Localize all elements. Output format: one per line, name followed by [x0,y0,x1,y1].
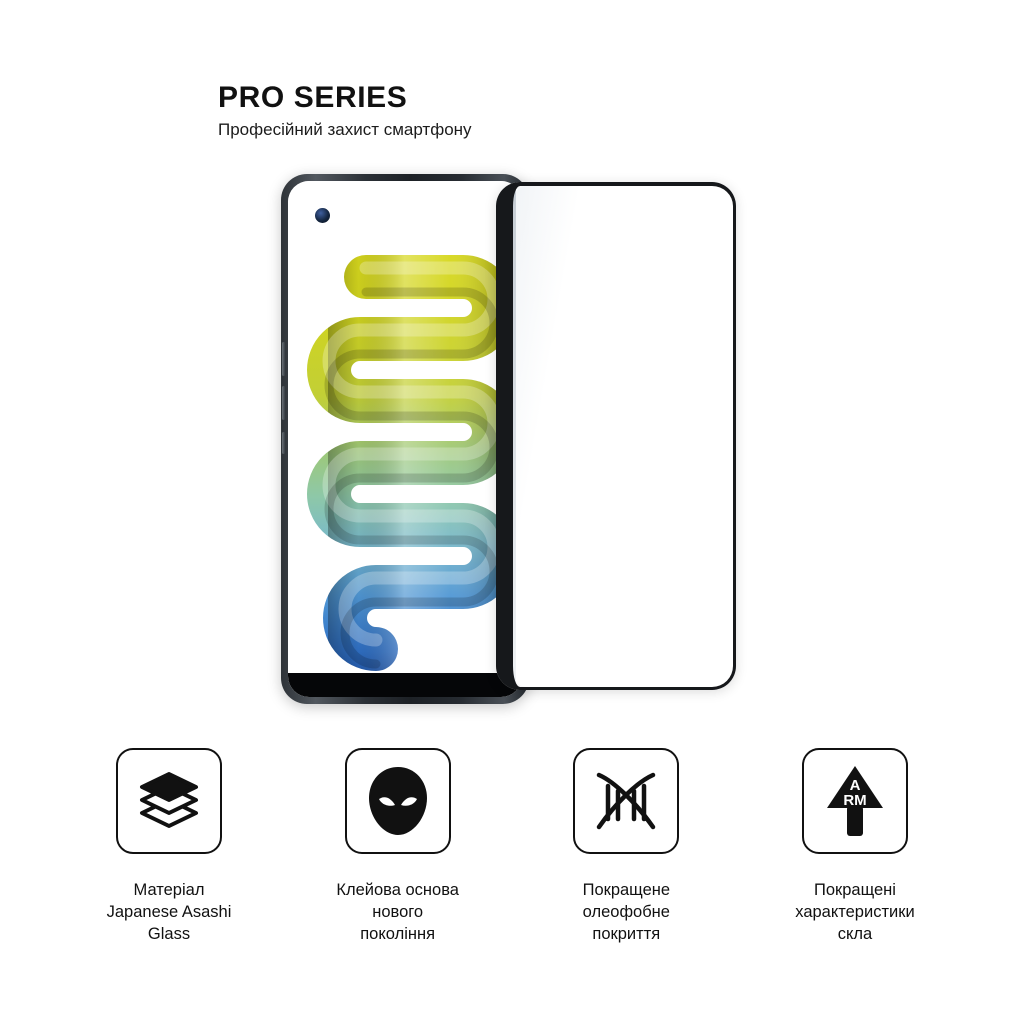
feature-icon-box [573,748,680,854]
feature-icon-box [116,748,222,854]
spider-mask-icon [368,767,427,835]
header: PRO SERIES Професійний захист смартфону [218,82,918,140]
glass-surface [513,186,733,687]
arm-arrow-up-icon: A RM [826,766,883,836]
feature-label: Клейова основа нового покоління [336,881,459,944]
punch-hole-camera-icon [315,208,330,223]
volume-down-button [282,386,285,420]
feature-label: Матеріал Japanese Asashi Glass [106,881,232,944]
ribbon-wallpaper [288,181,522,697]
feature-item-characteristics: A RM Покращені характеристики скла [760,748,950,945]
dna-helix-icon [597,772,656,830]
glass-black-border [496,182,736,690]
feature-item-material: Матеріал Japanese Asashi Glass [74,748,264,945]
feature-item-oleophobic: Покращене олеофобне покриття [531,748,721,945]
page-title: PRO SERIES [218,81,408,114]
volume-up-button [282,342,285,376]
product-stage [0,160,1024,740]
tempered-glass-protector [496,182,736,690]
feature-label: Покращені характеристики скла [795,881,915,944]
feature-list: Матеріал Japanese Asashi Glass Клейова о… [0,748,1024,945]
svg-text:RM: RM [843,792,866,809]
power-button [282,432,285,454]
layers-stack-icon [140,772,198,828]
phone-screen [288,181,522,697]
page-subtitle: Професійний захист смартфону [218,119,472,139]
glass-edge-highlight [513,186,516,687]
feature-icon-box: A RM [801,748,908,854]
feature-item-adhesive: Клейова основа нового покоління [303,748,493,945]
feature-label: Покращене олеофобне покриття [582,881,671,944]
svg-text:A: A [850,777,861,794]
smartphone-mockup [281,174,529,704]
feature-icon-box [344,748,451,854]
screen-bottom-bezel [288,673,522,697]
